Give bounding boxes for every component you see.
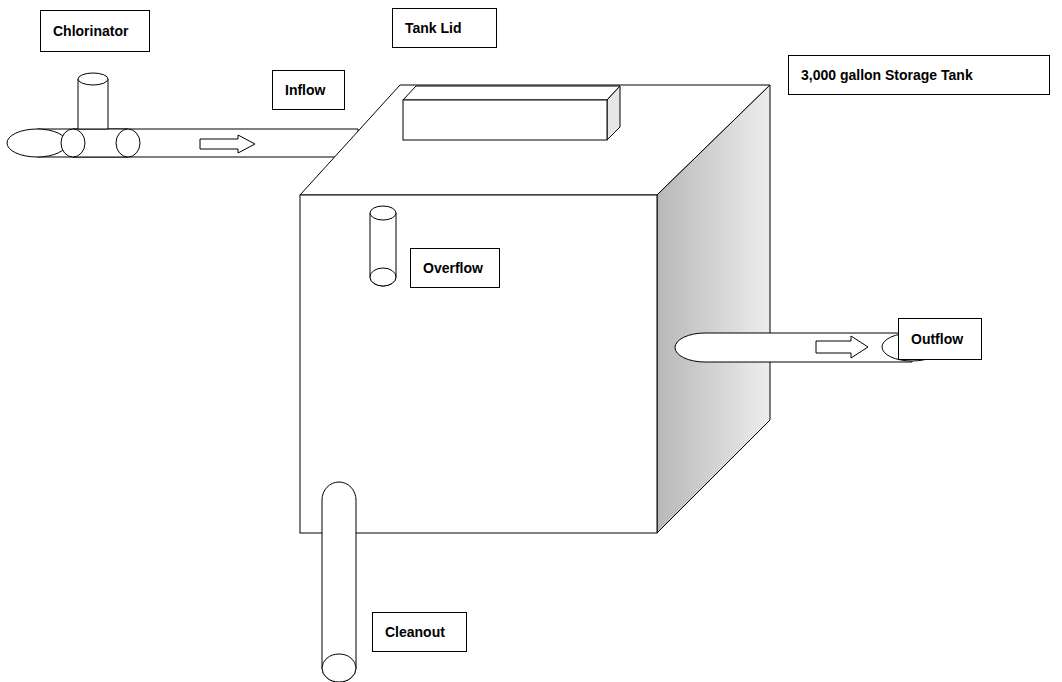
tank-capacity-label: 3,000 gallon Storage Tank <box>788 55 1050 95</box>
label-text: Cleanout <box>385 624 445 641</box>
inflow-pipe <box>7 129 358 157</box>
cleanout-pipe <box>322 482 356 682</box>
inflow-label: Inflow <box>272 70 345 110</box>
label-text: 3,000 gallon Storage Tank <box>801 67 973 84</box>
storage-tank <box>300 85 770 533</box>
chlorinator-label: Chlorinator <box>40 10 150 52</box>
outflow-label: Outflow <box>898 318 982 360</box>
label-text: Overflow <box>423 260 483 277</box>
cleanout-label: Cleanout <box>372 612 467 652</box>
label-text: Tank Lid <box>405 20 462 37</box>
overflow-pipe <box>370 206 396 286</box>
label-text: Inflow <box>285 82 325 99</box>
label-text: Outflow <box>911 331 963 348</box>
chlorinator-cylinder <box>78 73 108 129</box>
tank-lid <box>403 86 620 140</box>
label-text: Chlorinator <box>53 23 128 40</box>
tank-lid-label: Tank Lid <box>392 8 497 48</box>
overflow-label: Overflow <box>410 248 500 288</box>
